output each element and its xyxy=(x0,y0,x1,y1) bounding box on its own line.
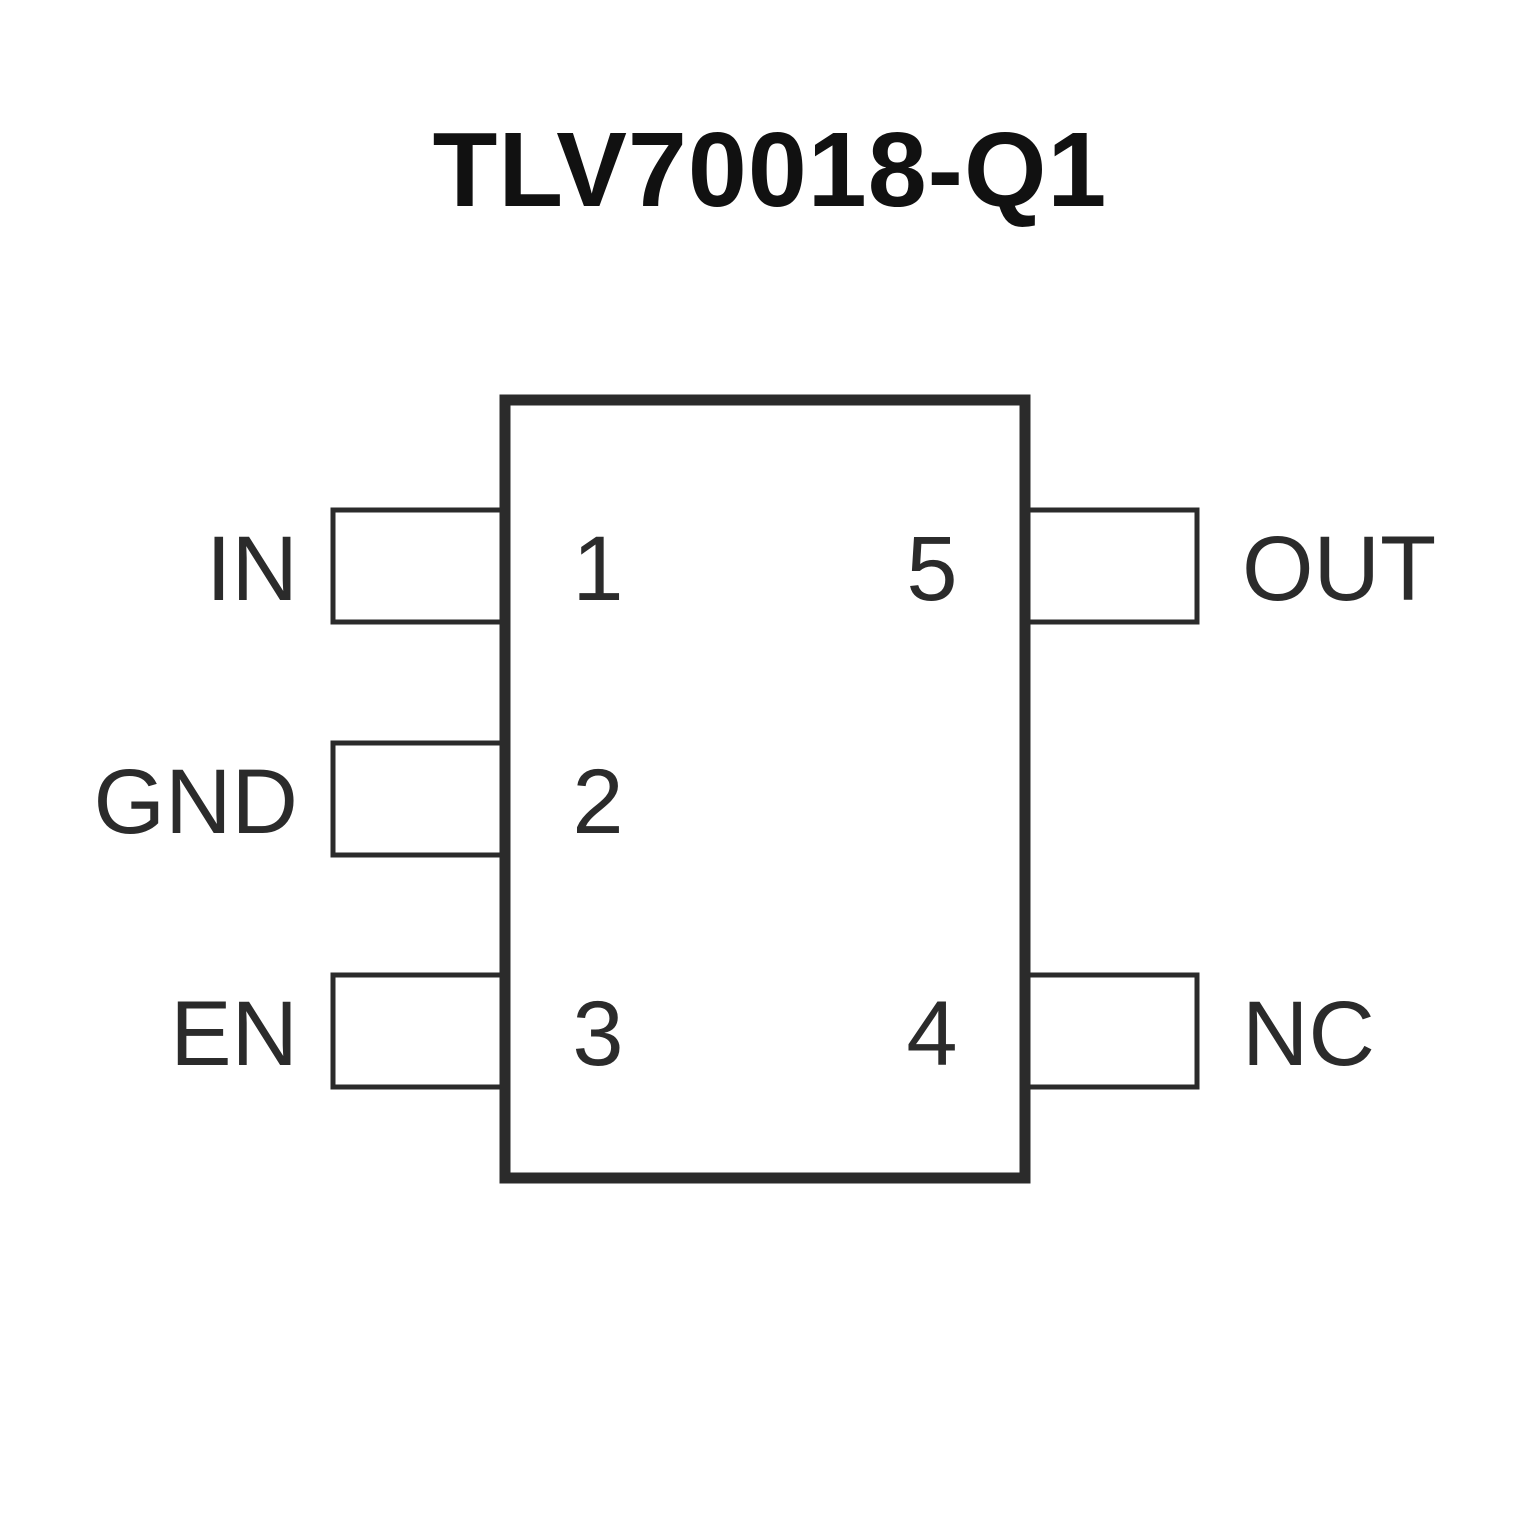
pin-pad-en xyxy=(330,972,508,1090)
pin-label-gnd: GND xyxy=(94,751,298,853)
pin-pad-nc xyxy=(1022,972,1200,1090)
pin-pad-out xyxy=(1022,507,1200,625)
pin-number-2: 2 xyxy=(572,751,623,853)
pin-number-3: 3 xyxy=(572,983,623,1085)
pin-pad-gnd xyxy=(330,740,508,858)
pin-pad-in xyxy=(330,507,508,625)
page-title: TLV70018-Q1 xyxy=(433,111,1108,229)
pin-number-4: 4 xyxy=(906,983,957,1085)
pin-label-nc: NC xyxy=(1242,983,1375,1085)
pin-number-5: 5 xyxy=(906,518,957,620)
pin-number-1: 1 xyxy=(572,518,623,620)
pin-label-in: IN xyxy=(206,518,298,620)
pin-label-en: EN xyxy=(170,983,298,1085)
chip-body xyxy=(499,394,1031,1184)
pin-label-out: OUT xyxy=(1242,518,1436,620)
